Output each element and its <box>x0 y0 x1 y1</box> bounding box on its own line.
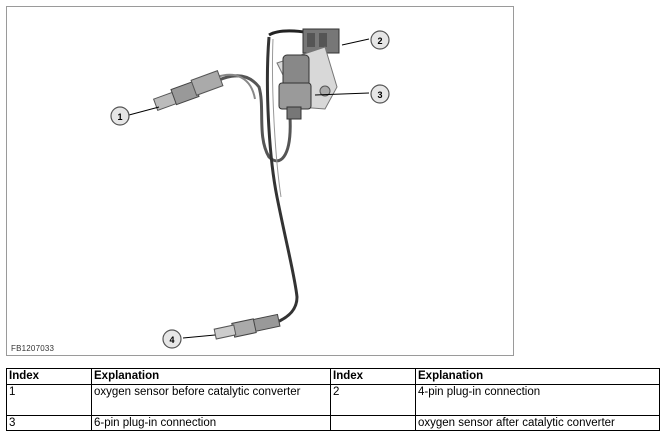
table-row: 1 oxygen sensor before catalytic convert… <box>6 384 660 416</box>
oxygen-sensor-illustration: 1 2 3 4 <box>110 28 390 349</box>
table-cell: 1 <box>6 384 92 416</box>
table-cell: 4-pin plug-in connection <box>415 384 660 416</box>
header-explanation: Explanation <box>415 368 660 385</box>
header-index: Index <box>6 368 92 385</box>
table-cell: 3 <box>6 415 92 431</box>
six-pin-connector <box>278 54 312 120</box>
table-cell <box>330 415 416 431</box>
header-explanation: Explanation <box>91 368 331 385</box>
callout-4: 4 <box>162 329 182 349</box>
svg-text:2: 2 <box>377 36 382 46</box>
table-row: 3 6-pin plug-in connection oxygen sensor… <box>6 415 660 431</box>
legend-table: Index Explanation Index Explanation 1 ox… <box>6 368 660 431</box>
table-cell: oxygen sensor after catalytic converter <box>415 415 660 431</box>
svg-text:1: 1 <box>117 112 122 122</box>
four-pin-connector <box>268 28 340 54</box>
table-cell: oxygen sensor before catalytic converter <box>91 384 331 416</box>
table-cell: 2 <box>330 384 416 416</box>
svg-text:4: 4 <box>169 335 174 345</box>
upstream-oxygen-sensor <box>152 70 224 112</box>
callout-3: 3 <box>370 84 390 104</box>
figure-panel: 1 2 3 4 FB1207033 <box>6 6 514 356</box>
callout-1: 1 <box>110 106 130 126</box>
svg-text:3: 3 <box>377 90 382 100</box>
figure-id-label: FB1207033 <box>11 344 55 353</box>
table-cell: 6-pin plug-in connection <box>91 415 331 431</box>
callout-2: 2 <box>370 30 390 50</box>
table-header-row: Index Explanation Index Explanation <box>6 368 660 385</box>
downstream-oxygen-sensor <box>213 313 281 340</box>
header-index: Index <box>330 368 416 385</box>
